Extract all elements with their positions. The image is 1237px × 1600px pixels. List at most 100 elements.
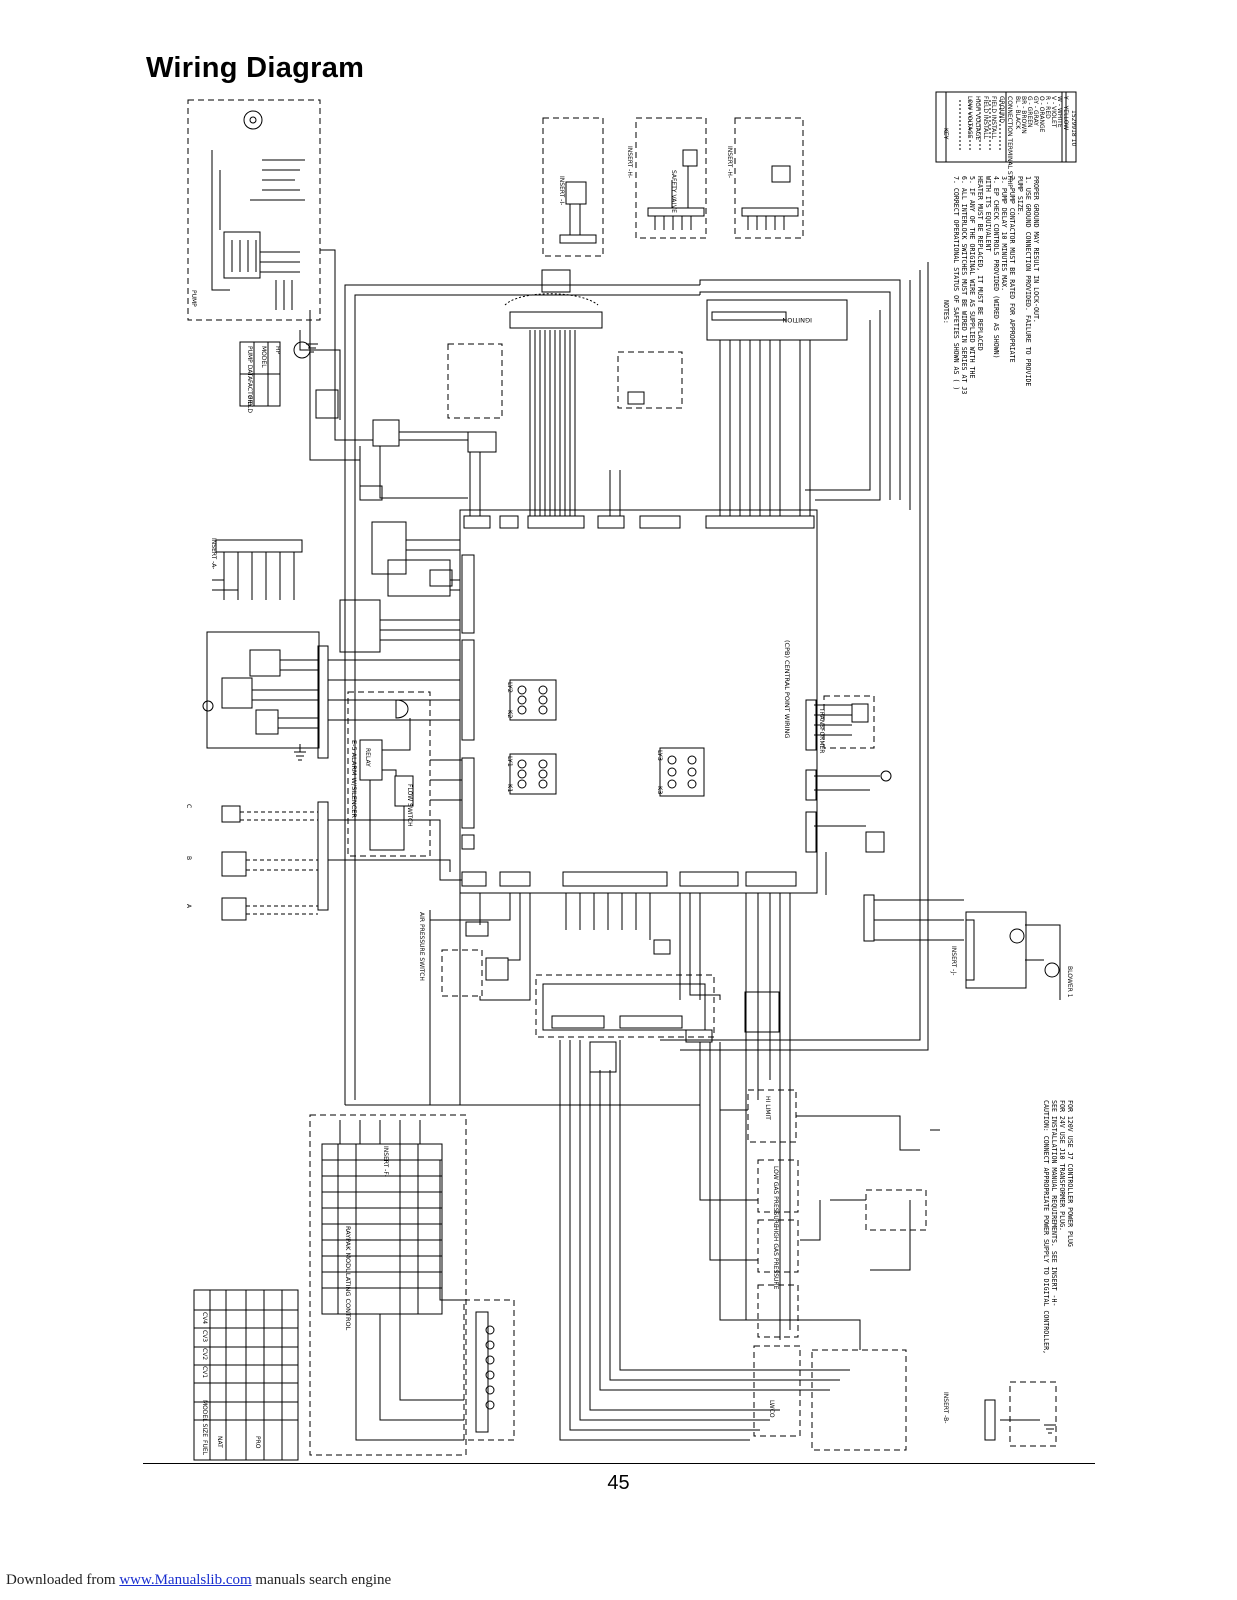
diagram-labels: IGNITION (CPB) CENTRAL POINT WIRING RAYP…	[185, 95, 1077, 1456]
key-item-6: BL - BLACK	[1014, 96, 1021, 130]
key-item-5: CONNECTION TERMINAL STRIP	[1006, 96, 1013, 188]
gas-valve-a-label: A	[185, 904, 192, 909]
gv-fuel-nat: NAT	[216, 1436, 223, 1448]
notes-line-3: HEATER MUST BE REPLACED, IT MUST BE REPL…	[976, 176, 984, 351]
caution-line-3: FOR 120V USE J7 CONTROLLER POWER PLUG	[1066, 1100, 1074, 1247]
notes-line-2: 5. IF ANY OF THE ORIGINAL WIRE AS SUPPLI…	[968, 176, 976, 378]
key-item-3: FIELD INSTALL	[990, 96, 997, 140]
footer-suffix: manuals search engine	[255, 1572, 392, 1588]
hi-limit-label: HI LIMIT	[764, 1096, 771, 1120]
ly2-label: LY2	[506, 682, 514, 693]
notes-title: NOTES:	[942, 300, 950, 324]
ly3-label: LY3	[656, 750, 664, 761]
insert-h2-label: INSERT -H-	[726, 146, 733, 178]
key-item-8: G - GREEN	[1026, 96, 1033, 128]
bus-wires	[299, 249, 1061, 1441]
high-gas-label: HIGH GAS PRESSURE	[772, 1226, 779, 1290]
gv-fuel-pro: PRO	[254, 1436, 261, 1449]
key-item-10: O - ORANGE	[1038, 96, 1045, 133]
gas-valve-insert	[202, 631, 329, 759]
key-item-9: GY - GRAY	[1032, 96, 1039, 126]
pump-table-header-1: FACTORY	[246, 380, 253, 407]
caution-line-2: FOR 24V USE J10 TRANSFORMER PLUG.	[1058, 1100, 1066, 1231]
key-item-13: W - WHITE	[1056, 96, 1063, 128]
ground-symbols	[294, 343, 1056, 1434]
k2-label: K2	[506, 710, 514, 718]
notes-line-10: PROPER GROUND MAY RESULT IN LOCK-OUT.	[1032, 176, 1040, 323]
notes-line-4: WITH ITS EQUIVALENT	[984, 176, 992, 251]
ignition-module	[706, 299, 848, 360]
manualslib-link[interactable]: www.Manualslib.com	[119, 1572, 252, 1588]
top-insert-h	[635, 117, 707, 239]
key-item-7: BR - BROWN	[1020, 96, 1027, 134]
lwco-label: LWCO	[768, 1400, 775, 1418]
safety-valve-label: SAFETY VALVE	[670, 170, 677, 213]
doc-number: 1529918 10	[1070, 110, 1077, 146]
caution-line-1: SEE INSTALLATION MANUAL REQUIREMENTS. SE…	[1050, 1100, 1058, 1306]
transformer-label: TRANSFORMER	[818, 707, 825, 753]
gas-valve-b-label: B	[185, 856, 192, 860]
insert-f-label: INSERT -F-	[382, 1146, 389, 1177]
modulating-control-label: RAYPAK MODULATING CONTROL	[344, 1226, 352, 1331]
page-number: 45	[607, 1472, 630, 1494]
pump-relay-area	[359, 343, 683, 501]
k3-label: K3	[656, 786, 664, 794]
ribbon-cable	[504, 269, 603, 516]
modulating-control	[309, 1114, 515, 1456]
gv-table-header-3: CV2	[201, 1348, 208, 1360]
key-item-11: R - RED	[1044, 96, 1051, 119]
low-gas-label: LOW GAS PRESSURE	[772, 1166, 779, 1228]
flow-switch-label: FLOW SWITCH	[406, 784, 413, 827]
key-item-2: FIELD INSTALL	[982, 96, 989, 140]
key-item-14: Y - YELLOW	[1062, 95, 1069, 130]
pump-label: PUMP	[190, 290, 197, 307]
insert-i-label: INSERT -I-	[558, 176, 565, 205]
key-item-0: LOW VOLTAGE	[966, 96, 973, 139]
pressure-switches	[747, 1089, 1057, 1451]
page-title: Wiring Diagram	[146, 52, 365, 84]
notes-line-8: PUMP SIZE.	[1016, 176, 1024, 216]
top-insert-h2	[734, 117, 804, 239]
notes-line-6: 3. PUMP DELAY 10 MINUTES MAX.	[1000, 176, 1008, 291]
footer-prefix: Downloaded from	[6, 1572, 116, 1588]
air-pressure-label: AIR PRESSURE SWITCH	[418, 912, 425, 981]
notes-line-7: 2. PUMP CONTACTOR MUST BE RATED FOR APPR…	[1008, 176, 1016, 363]
ud-board	[535, 974, 780, 1073]
gv-table-header-0: FUEL	[201, 1440, 208, 1456]
download-footer: Downloaded from www.Manualslib.com manua…	[6, 1572, 391, 1589]
notes-line-9: 1. USE GROUND CONNECTION PROVIDED. FAILU…	[1024, 176, 1032, 386]
blower-label: BLOWER 1	[1066, 966, 1073, 998]
top-insert-i	[542, 117, 604, 257]
gv-table-header-1: MODEL SIZE	[201, 1400, 208, 1437]
gv-table-header-2: CV1	[201, 1366, 208, 1378]
k1-label: K1	[506, 784, 514, 792]
gas-valves-abc	[221, 801, 329, 921]
pump-table-header-0: PUMP DATA	[246, 346, 253, 381]
pump-data-table	[239, 341, 339, 419]
gv-table-header-5: CV4	[201, 1312, 208, 1324]
timer-relays	[339, 521, 460, 653]
gv-table-header-4: CV3	[201, 1330, 208, 1342]
key-item-12: V - VIOLET	[1050, 96, 1057, 128]
notes-line-0: 7. CORRECT OPERATIONAL STATUS OF SAFETIE…	[952, 176, 960, 390]
pump-table-row-0: MODEL	[260, 346, 267, 368]
insert-h-label: INSERT -H-	[626, 146, 633, 178]
key-title: KEY	[942, 128, 949, 140]
gas-valve-table	[193, 1289, 299, 1461]
pump-table-header-2: FIELD	[246, 396, 253, 413]
pump-table-row-1: HP	[274, 346, 281, 355]
gas-valve-c-label: C	[185, 804, 192, 808]
relay-label: RELAY	[364, 748, 371, 767]
insert-b-label: INSERT -B-	[942, 1392, 949, 1423]
ignition-label: IGNITION	[782, 316, 812, 324]
air-pressure-switches	[441, 921, 671, 997]
insert-f-stages	[212, 539, 303, 600]
insert-a-label: INSERT -A-	[210, 538, 217, 569]
alarm-label: E-5 ALARM W/SILENCER	[350, 740, 358, 818]
legend-key	[935, 91, 1077, 163]
notes-line-1: 6. ALL INTERLOCK SWITCHES MUST BE WIRED …	[960, 176, 968, 394]
central-point-board	[459, 509, 818, 894]
transformer-blower	[823, 695, 1060, 989]
key-item-4: GROUND	[998, 96, 1005, 123]
